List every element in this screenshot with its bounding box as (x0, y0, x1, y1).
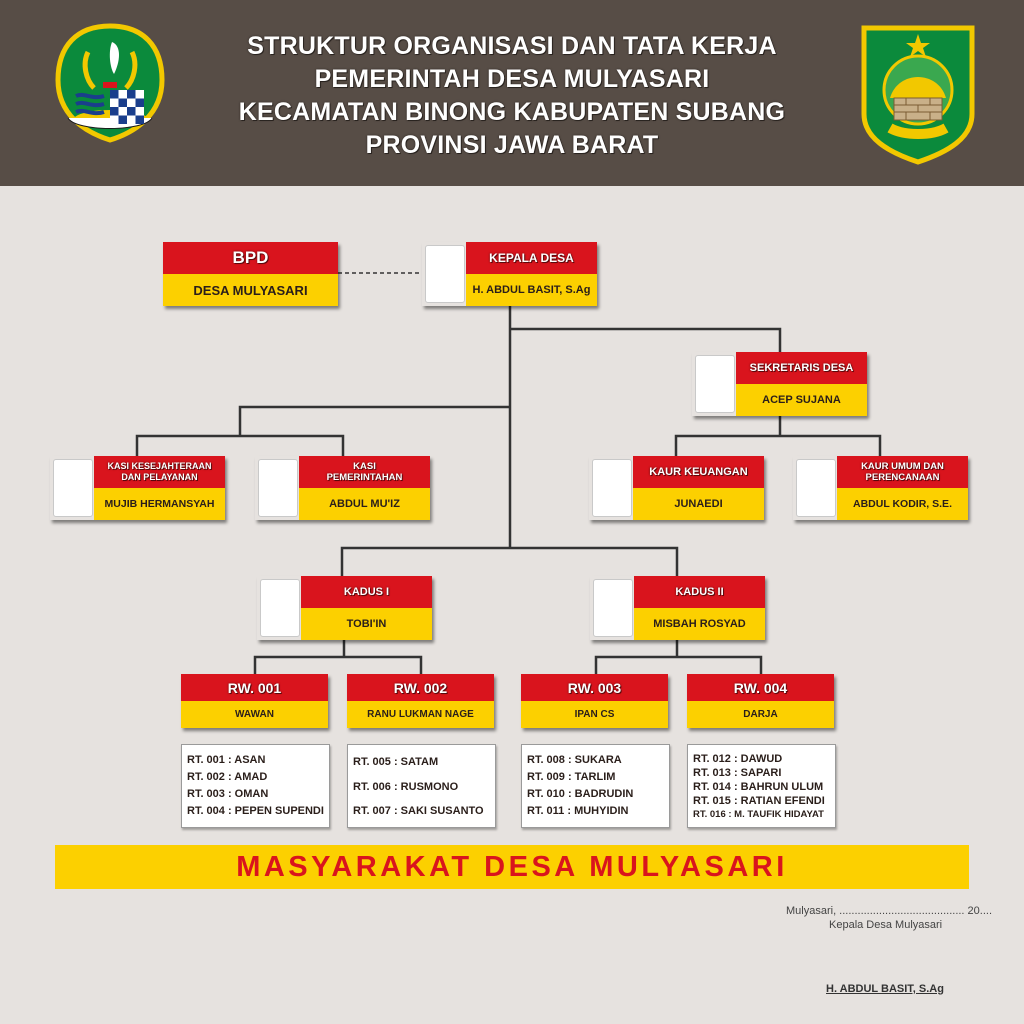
rw-001-title: RW. 001 (181, 674, 328, 701)
kepala-desa-title: KEPALA DESA (466, 242, 597, 274)
rt-list-item: RT. 012 : DAWUD (693, 753, 783, 765)
rw-001-box: RW. 001 WAWAN (181, 674, 328, 728)
kaur-umum-title: KAUR UMUM DAN PERENCANAAN (837, 456, 968, 488)
rw-002-box: RW. 002 RANU LUKMAN NAGE (347, 674, 494, 728)
rt-list-item: RT. 013 : SAPARI (693, 767, 782, 779)
kaur-keuangan-photo-placeholder (592, 459, 632, 517)
bpd-title: BPD (163, 242, 338, 274)
sekretaris-desa-box: SEKRETARIS DESA ACEP SUJANA (692, 352, 867, 416)
kasi-pemerintahan-photo-placeholder (258, 459, 298, 517)
jawa-barat-emblem-icon (55, 23, 165, 143)
masyarakat-banner: MASYARAKAT DESA MULYASARI (55, 845, 969, 889)
rw-003-title: RW. 003 (521, 674, 668, 701)
rt-list-item: RT. 009 : TARLIM (527, 771, 616, 783)
rw-004-name: DARJA (687, 701, 834, 728)
rt-list-item: RT. 004 : PEPEN SUPENDI (187, 805, 324, 817)
signature-name: H. ABDUL BASIT, S.Ag (826, 983, 944, 995)
kaur-keuangan-title: KAUR KEUANGAN (633, 456, 764, 488)
header-banner: STRUKTUR ORGANISASI DAN TATA KERJA PEMER… (0, 0, 1024, 186)
rw-003-name: IPAN CS (521, 701, 668, 728)
kasi-pemerintahan-box: KASI PEMERINTAHAN ABDUL MU'IZ (255, 456, 430, 520)
bpd-name: DESA MULYASARI (163, 274, 338, 306)
rt-list-item: RT. 006 : RUSMONO (353, 781, 459, 793)
kaur-keuangan-name: JUNAEDI (633, 488, 764, 520)
rt-list-rw-001: RT. 001 : ASAN RT. 002 : AMAD RT. 003 : … (181, 744, 330, 828)
rw-004-title: RW. 004 (687, 674, 834, 701)
bpd-box: BPD DESA MULYASARI (163, 242, 338, 306)
rt-list-rw-003: RT. 008 : SUKARA RT. 009 : TARLIM RT. 01… (521, 744, 670, 828)
kepala-desa-box: KEPALA DESA H. ABDUL BASIT, S.Ag (422, 242, 597, 306)
rw-001-name: WAWAN (181, 701, 328, 728)
kadus-2-box: KADUS II MISBAH ROSYAD (590, 576, 765, 640)
signature-role: Kepala Desa Mulyasari (829, 919, 943, 931)
kadus-2-photo-placeholder (593, 579, 633, 637)
rt-list-item: RT. 003 : OMAN (187, 788, 269, 800)
kadus-2-name: MISBAH ROSYAD (634, 608, 765, 640)
kepala-desa-photo-placeholder (425, 245, 465, 303)
rt-list-item: RT. 011 : MUHYIDIN (527, 805, 629, 817)
kasi-pemerintahan-name: ABDUL MU'IZ (299, 488, 430, 520)
page-title: STRUKTUR ORGANISASI DAN TATA KERJA PEMER… (180, 30, 844, 162)
rt-list-item: RT. 010 : BADRUDIN (527, 788, 634, 800)
kasi-pemerintahan-title: KASI PEMERINTAHAN (299, 456, 430, 488)
rt-list-item: RT. 002 : AMAD (187, 771, 268, 783)
rt-list-item: RT. 008 : SUKARA (527, 754, 622, 766)
kadus-1-photo-placeholder (260, 579, 300, 637)
rw-003-box: RW. 003 IPAN CS (521, 674, 668, 728)
rt-list-item: RT. 007 : SAKI SUSANTO (353, 805, 484, 817)
rt-list-rw-004: RT. 012 : DAWUD RT. 013 : SAPARI RT. 014… (687, 744, 836, 828)
subang-emblem-icon (861, 25, 975, 165)
sekretaris-desa-title: SEKRETARIS DESA (736, 352, 867, 384)
title-line-4: PROVINSI JAWA BARAT (365, 131, 659, 159)
title-line-3: KECAMATAN BINONG KABUPATEN SUBANG (238, 98, 786, 126)
kadus-1-name: TOBI'IN (301, 608, 432, 640)
rt-list-item: RT. 016 : M. TAUFIK HIDAYAT (693, 809, 824, 820)
rt-list-item: RT. 005 : SATAM (353, 756, 439, 768)
rt-list-item: RT. 014 : BAHRUN ULUM (693, 781, 824, 793)
rt-list-item: RT. 001 : ASAN (187, 754, 266, 766)
kaur-keuangan-box: KAUR KEUANGAN JUNAEDI (589, 456, 764, 520)
kadus-1-title: KADUS I (301, 576, 432, 608)
kaur-umum-box: KAUR UMUM DAN PERENCANAAN ABDUL KODIR, S… (793, 456, 968, 520)
kepala-desa-name: H. ABDUL BASIT, S.Ag (466, 274, 597, 306)
kadus-2-title: KADUS II (634, 576, 765, 608)
kasi-kesejahteraan-photo-placeholder (53, 459, 93, 517)
sekretaris-desa-name: ACEP SUJANA (736, 384, 867, 416)
rt-list-item: RT. 015 : RATIAN EFENDI (693, 795, 825, 807)
signature-place-date: Mulyasari, .............................… (786, 905, 992, 917)
kasi-kesejahteraan-name: MUJIB HERMANSYAH (94, 488, 225, 520)
rt-list-rw-002: RT. 005 : SATAM RT. 006 : RUSMONO RT. 00… (347, 744, 496, 828)
rw-004-box: RW. 004 DARJA (687, 674, 834, 728)
kaur-umum-photo-placeholder (796, 459, 836, 517)
rw-002-title: RW. 002 (347, 674, 494, 701)
title-line-2: PEMERINTAH DESA MULYASARI (314, 65, 710, 93)
kasi-kesejahteraan-title: KASI KESEJAHTERAAN DAN PELAYANAN (94, 456, 225, 488)
kasi-kesejahteraan-box: KASI KESEJAHTERAAN DAN PELAYANAN MUJIB H… (50, 456, 225, 520)
kaur-umum-name: ABDUL KODIR, S.E. (837, 488, 968, 520)
kadus-1-box: KADUS I TOBI'IN (257, 576, 432, 640)
sekretaris-desa-photo-placeholder (695, 355, 735, 413)
title-line-1: STRUKTUR ORGANISASI DAN TATA KERJA (247, 32, 777, 60)
rw-002-name: RANU LUKMAN NAGE (347, 701, 494, 728)
